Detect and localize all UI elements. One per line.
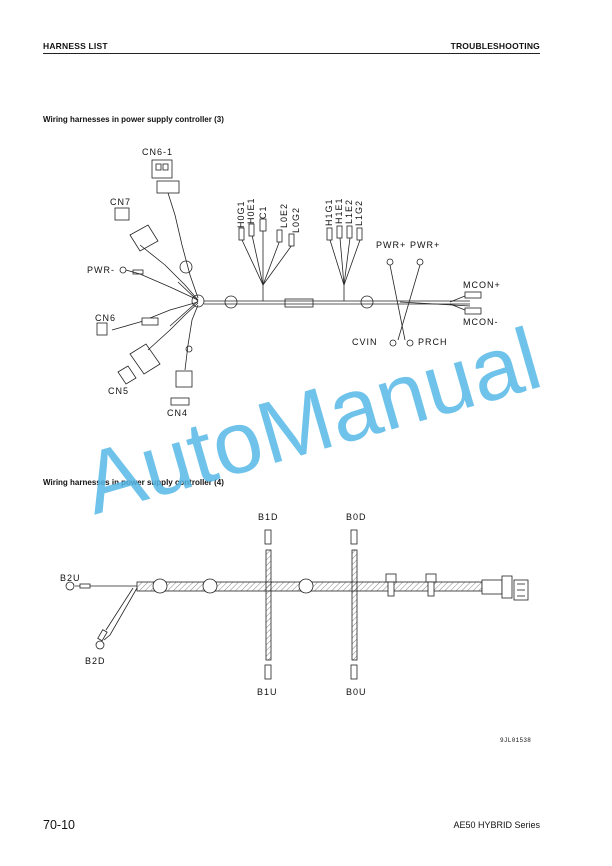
section-title-controller-3: Wiring harnesses in power supply control… xyxy=(43,115,224,124)
series-name: AE50 HYBRID Series xyxy=(453,820,540,830)
label-pwr-minus: PWR- xyxy=(87,265,115,275)
label-b0u: B0U xyxy=(346,687,367,697)
label-cn6-1: CN6-1 xyxy=(142,147,173,157)
page-number: 70-10 xyxy=(43,818,75,832)
label-prch: PRCH xyxy=(418,337,448,347)
header-left-title: HARNESS LIST xyxy=(43,41,108,51)
label-l1e2: L1E2 xyxy=(344,199,354,224)
label-b1u: B1U xyxy=(257,687,278,697)
label-h1e1: H1E1 xyxy=(334,197,344,224)
section-title-controller-4: Wiring harnesses in power supply control… xyxy=(43,478,224,487)
label-pwr-plus-1: PWR+ xyxy=(376,240,406,250)
label-b2d: B2D xyxy=(85,656,106,666)
label-mcon-plus: MCON+ xyxy=(463,280,501,290)
label-pwr-plus-2: PWR+ xyxy=(410,240,440,250)
header-right-title: TROUBLESHOOTING xyxy=(450,41,540,51)
label-l0g2: L0G2 xyxy=(291,207,301,233)
label-h0g1: H0G1 xyxy=(236,200,246,228)
label-cn6: CN6 xyxy=(95,313,116,323)
label-cvin: CVIN xyxy=(352,337,378,347)
label-l0e2: L0E2 xyxy=(279,203,289,228)
label-cn5: CN5 xyxy=(108,386,129,396)
label-c1: C1 xyxy=(258,205,268,219)
label-h0e1: H0E1 xyxy=(246,197,256,224)
label-b1d: B1D xyxy=(258,512,279,522)
figure-id: 9JL01538 xyxy=(500,737,532,744)
label-mcon-minus: MCON- xyxy=(463,317,499,327)
label-l1g2: L1G2 xyxy=(354,200,364,226)
label-b2u: B2U xyxy=(60,573,81,583)
label-b0d: B0D xyxy=(346,512,367,522)
label-cn7: CN7 xyxy=(110,197,131,207)
header-rule xyxy=(43,53,540,54)
label-cn4: CN4 xyxy=(167,408,188,418)
label-h1g1: H1G1 xyxy=(324,198,334,226)
